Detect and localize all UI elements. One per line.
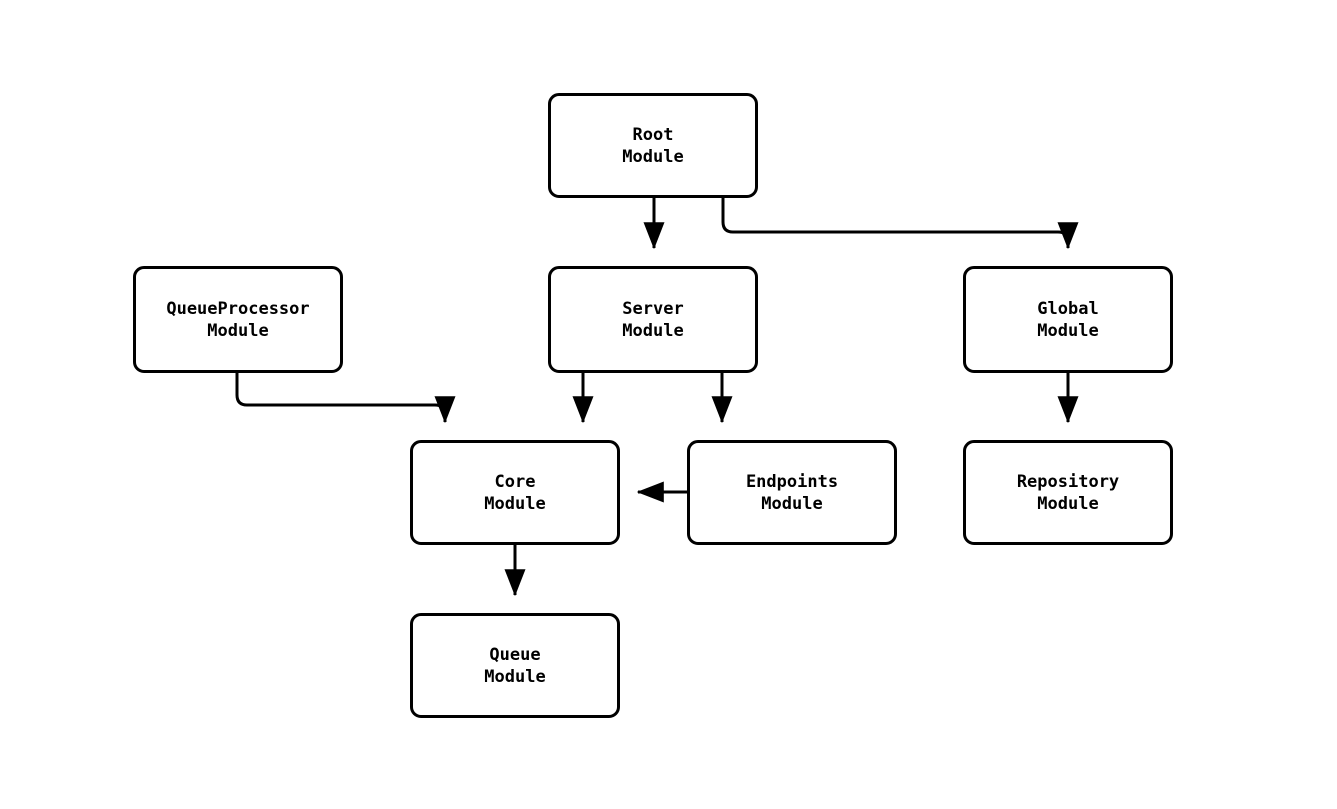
node-endpoints-module-label: Endpoints Module bbox=[745, 471, 839, 514]
node-endpoints-module[interactable]: Endpoints Module bbox=[687, 440, 897, 545]
node-queue-module[interactable]: Queue Module bbox=[410, 613, 620, 718]
node-server-module[interactable]: Server Module bbox=[548, 266, 758, 373]
edge-queueprocessor-to-core bbox=[235, 373, 456, 424]
node-root-module-label: Root Module bbox=[622, 124, 684, 167]
node-core-module[interactable]: Core Module bbox=[410, 440, 620, 545]
node-repository-module[interactable]: Repository Module bbox=[963, 440, 1173, 545]
node-server-module-label: Server Module bbox=[622, 298, 684, 341]
node-queue-module-label: Queue Module bbox=[484, 644, 546, 687]
node-core-module-label: Core Module bbox=[484, 471, 546, 514]
node-queueprocessor-module[interactable]: QueueProcessor Module bbox=[133, 266, 343, 373]
node-root-module[interactable]: Root Module bbox=[548, 93, 758, 198]
node-global-module[interactable]: Global Module bbox=[963, 266, 1173, 373]
node-queueprocessor-module-label: QueueProcessor Module bbox=[166, 298, 310, 341]
edge-root-to-global bbox=[721, 198, 1079, 250]
node-repository-module-label: Repository Module bbox=[1016, 471, 1120, 514]
node-global-module-label: Global Module bbox=[1037, 298, 1099, 341]
